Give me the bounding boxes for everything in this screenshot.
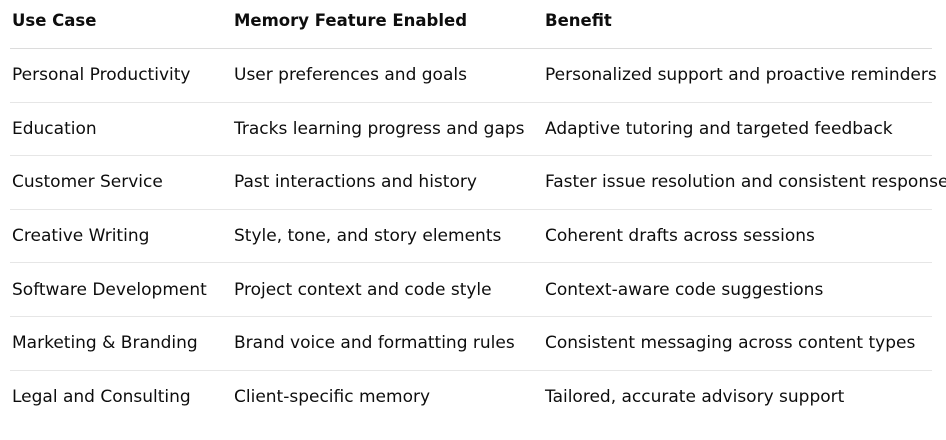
memory-feature-cell: Client-specific memory bbox=[234, 387, 431, 408]
memory-feature-cell: User preferences and goals bbox=[234, 65, 467, 86]
use-case-cell: Personal Productivity bbox=[12, 65, 191, 86]
benefit-cell: Context-aware code suggestions bbox=[545, 279, 824, 300]
memory-feature-cell: Brand voice and formatting rules bbox=[234, 333, 515, 354]
table-header-row: Use Case Memory Feature Enabled Benefit bbox=[10, 0, 932, 49]
benefit-cell: Consistent messaging across content type… bbox=[545, 333, 916, 354]
table-row: Legal and Consulting Client-specific mem… bbox=[10, 371, 932, 425]
table-row: Marketing & Branding Brand voice and for… bbox=[10, 317, 932, 371]
benefit-cell: Faster issue resolution and consistent r… bbox=[545, 172, 946, 193]
table-row: Customer Service Past interactions and h… bbox=[10, 156, 946, 210]
table-row: Personal Productivity User preferences a… bbox=[10, 49, 937, 103]
use-case-cell: Education bbox=[12, 118, 97, 139]
use-case-cell: Marketing & Branding bbox=[12, 333, 198, 354]
memory-feature-cell: Project context and code style bbox=[234, 279, 492, 300]
benefit-cell: Personalized support and proactive remin… bbox=[545, 65, 937, 86]
header-use-case: Use Case bbox=[12, 11, 97, 30]
header-memory-feature: Memory Feature Enabled bbox=[234, 11, 468, 30]
table-row: Creative Writing Style, tone, and story … bbox=[10, 210, 932, 264]
benefit-cell: Tailored, accurate advisory support bbox=[545, 387, 845, 408]
benefit-cell: Adaptive tutoring and targeted feedback bbox=[545, 118, 893, 139]
memory-feature-cell: Tracks learning progress and gaps bbox=[234, 118, 525, 139]
memory-feature-cell: Style, tone, and story elements bbox=[234, 226, 502, 247]
use-case-cell: Legal and Consulting bbox=[12, 387, 191, 408]
use-case-table: Use Case Memory Feature Enabled Benefit … bbox=[10, 0, 946, 425]
use-case-cell: Creative Writing bbox=[12, 226, 150, 247]
header-benefit: Benefit bbox=[545, 11, 612, 30]
use-case-cell: Customer Service bbox=[12, 172, 163, 193]
memory-feature-cell: Past interactions and history bbox=[234, 172, 477, 193]
use-case-cell: Software Development bbox=[12, 279, 207, 300]
table-row: Software Development Project context and… bbox=[10, 263, 932, 317]
table-row: Education Tracks learning progress and g… bbox=[10, 103, 932, 157]
benefit-cell: Coherent drafts across sessions bbox=[545, 226, 815, 247]
